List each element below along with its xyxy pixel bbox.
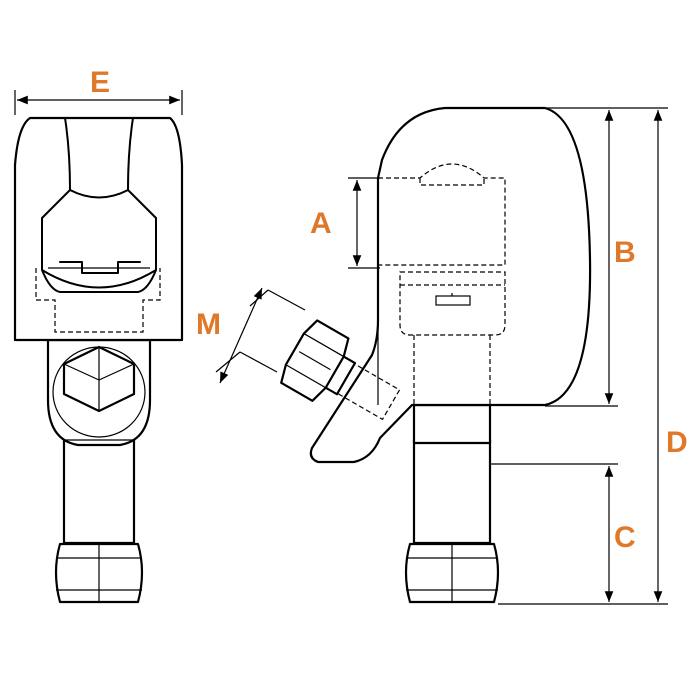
dimension-label-d: D — [666, 426, 688, 459]
dimension-label-c: C — [614, 521, 636, 554]
dimension-label-b: B — [614, 236, 636, 269]
side-collar — [412, 403, 492, 445]
dimension-label-e: E — [90, 66, 110, 99]
dimension-labels: E A B C D M — [90, 66, 688, 554]
dimension-label-m: M — [196, 308, 221, 341]
front-base-nut — [54, 542, 144, 604]
front-view — [13, 116, 184, 604]
dimension-m-line — [219, 287, 263, 384]
side-clamp-body — [309, 106, 592, 464]
side-stem — [412, 438, 492, 545]
front-stem — [62, 438, 136, 545]
side-view — [280, 106, 592, 604]
dimension-lines — [14, 90, 668, 605]
front-clamp-body — [13, 116, 184, 342]
dimension-label-a: A — [310, 207, 332, 240]
side-angled-bolt — [280, 319, 401, 421]
front-bolt-hex — [62, 345, 136, 413]
side-base-nut — [404, 542, 500, 604]
